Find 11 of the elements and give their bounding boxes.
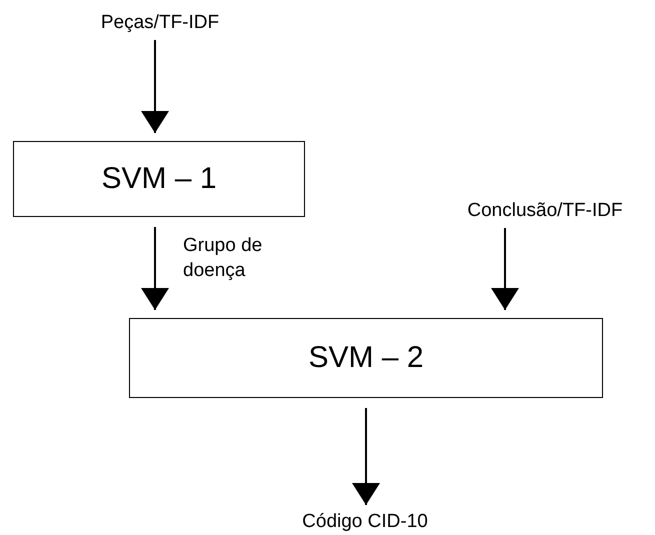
input-label: Código CID-10 xyxy=(260,507,470,535)
input-label: Conclusão/TF-IDF xyxy=(430,196,655,226)
arrow xyxy=(141,227,169,310)
process-box xyxy=(13,141,305,217)
arrow xyxy=(141,40,169,133)
arrow xyxy=(352,408,380,505)
input-label: Peças/TF-IDF xyxy=(60,8,260,38)
box-title: SVM – 1 xyxy=(101,162,217,196)
arrow xyxy=(491,228,519,310)
box-title: SVM – 2 xyxy=(308,341,424,375)
process-box xyxy=(129,318,603,398)
